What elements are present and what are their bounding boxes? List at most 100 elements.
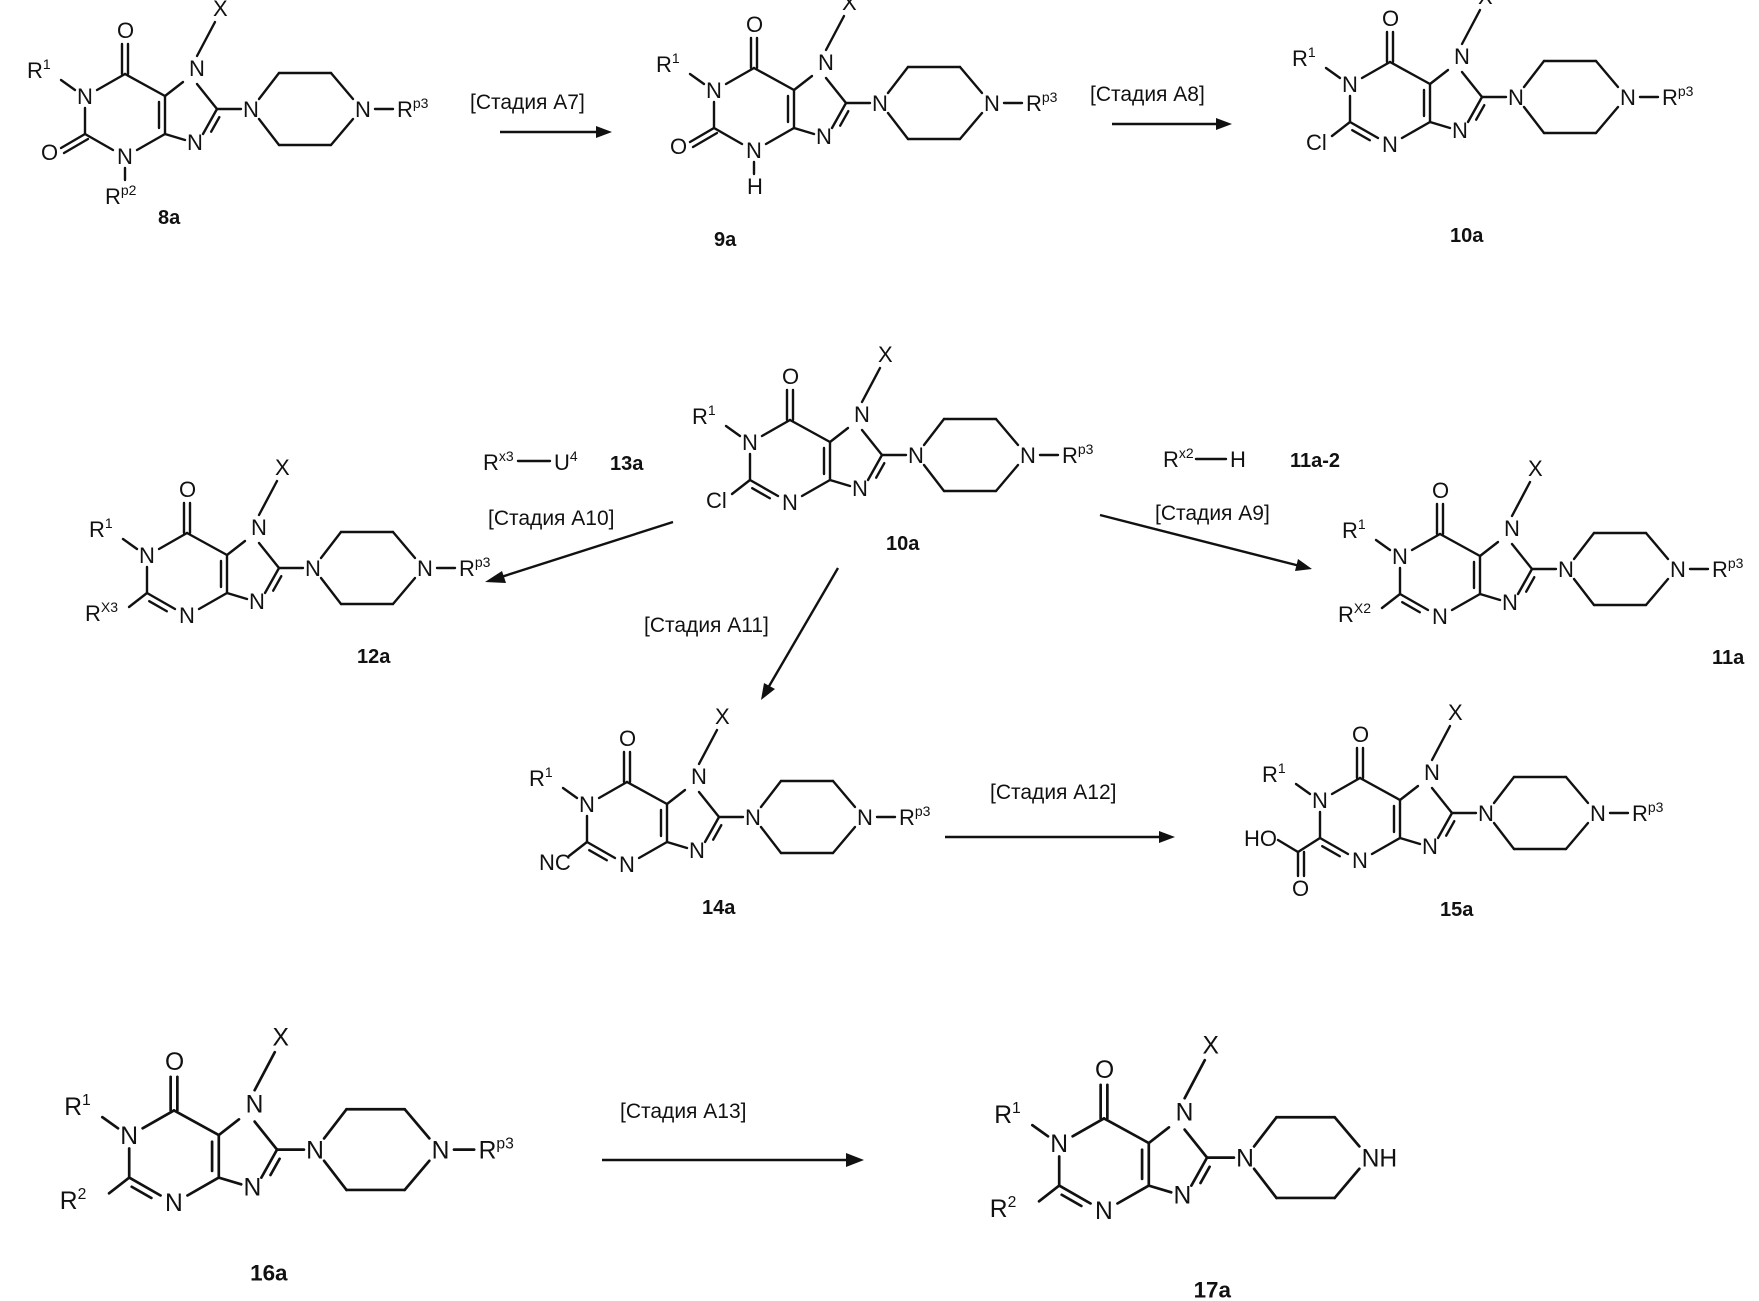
substituent-rp3: Rp3 (1026, 89, 1058, 116)
atom-n3: N (619, 852, 635, 877)
atom-n3: N (179, 603, 195, 628)
atom-n9: N (243, 1175, 261, 1202)
atom-n1: N (579, 792, 595, 817)
atom-nh: NH (1362, 1146, 1398, 1173)
atom-n3: N (746, 138, 762, 163)
compound-16a: ONNNNXR1R2NNRp316a (60, 1024, 514, 1285)
atom-o6: O (1352, 722, 1369, 747)
compound-label: 12a (357, 646, 391, 668)
atom-n1: N (1312, 788, 1328, 813)
substituent-r1: R1 (994, 1100, 1021, 1129)
substituent-x: X (275, 455, 290, 480)
svg-text:11a-2: 11a-2 (1290, 450, 1340, 472)
compound-label: 17a (1194, 1278, 1232, 1301)
atom-o6: O (746, 12, 763, 37)
compound-label: 10a (1450, 225, 1484, 247)
substituent-r-c2: R2 (60, 1186, 87, 1215)
substituent-rp3: Rp3 (899, 803, 931, 830)
atom-n3: N (782, 490, 798, 515)
atom-n3: N (1095, 1198, 1113, 1225)
substituent-r1: R1 (1342, 516, 1366, 543)
atom-n9: N (1173, 1183, 1191, 1210)
substituent-cyano: NC (539, 850, 571, 875)
compound-label: 10a (886, 533, 920, 555)
atom-n9: N (1452, 118, 1468, 143)
reagent-11a-2: Rx2 H 11a-2 (1163, 445, 1340, 472)
arrow-a12 (945, 831, 1175, 843)
compound-11a: ONNNNXR1RX2NNRp311a (1338, 456, 1745, 669)
substituent-rp3: Rp3 (459, 554, 491, 581)
atom-npip4: N (432, 1138, 450, 1165)
atom-n9: N (816, 124, 832, 149)
atom-n7: N (189, 56, 205, 81)
svg-text:13a: 13a (610, 453, 644, 475)
substituent-rp3: Rp3 (479, 1135, 515, 1164)
substituent-x: X (715, 704, 730, 729)
atom-npip1: N (305, 556, 321, 581)
atom-npip4: N (1590, 801, 1606, 826)
atom-n1: N (706, 78, 722, 103)
reagent-13a: Rx3 U4 13a (483, 448, 644, 475)
substituent-rp3: Rp3 (1712, 555, 1744, 582)
substituent-r1: R1 (692, 402, 716, 429)
atom-n3: N (117, 144, 133, 169)
substituent-cl: Cl (706, 488, 727, 513)
atom-npip4: N (1020, 443, 1036, 468)
atom-npip1: N (908, 443, 924, 468)
stage-a9-label: [Стадия A9] (1155, 502, 1270, 525)
atom-n1: N (1392, 544, 1408, 569)
substituent-r1: R1 (64, 1092, 91, 1121)
substituent-x: X (1203, 1032, 1219, 1059)
arrow-a7 (500, 126, 612, 138)
atom-o6: O (165, 1049, 184, 1076)
atom-n9: N (249, 589, 265, 614)
substituent-r1: R1 (656, 50, 680, 77)
atom-n3: N (1382, 132, 1398, 157)
substituent-cl: Cl (1306, 130, 1327, 155)
atom-npip1: N (306, 1138, 324, 1165)
atom-npip1: N (1558, 557, 1574, 582)
svg-text:Rx2: Rx2 (1163, 445, 1194, 472)
substituent-r-c2: R2 (990, 1194, 1017, 1223)
atom-npip1: N (1478, 801, 1494, 826)
substituent-r1: R1 (27, 56, 51, 83)
compound-label: 15a (1440, 899, 1474, 921)
atom-o6: O (619, 726, 636, 751)
compound-10a-center: ONNNNXR1ClNNRp310a (692, 342, 1094, 555)
atom-n7: N (251, 515, 267, 540)
atom-n1: N (1050, 1131, 1068, 1158)
atom-npip4: N (355, 97, 371, 122)
atom-o2: O (41, 140, 58, 165)
compound-17a: ONNNNXR1R2NNH17a (990, 1032, 1397, 1301)
substituent-r1: R1 (89, 515, 113, 542)
stage-a11-label: [Стадия A11] (644, 614, 769, 637)
substituent-rp3: Rp3 (397, 95, 429, 122)
atom-n1: N (1342, 72, 1358, 97)
atom-o6: O (782, 364, 799, 389)
atom-npip4: N (857, 805, 873, 830)
substituent-rp3: Rp3 (1632, 799, 1664, 826)
atom-n7: N (818, 50, 834, 75)
substituent-r-c2: RX3 (85, 599, 118, 626)
compound-label: 16a (250, 1261, 288, 1286)
substituent-carbonyl-o: O (1292, 876, 1309, 901)
svg-text:Rx3: Rx3 (483, 448, 514, 475)
substituent-r1: R1 (529, 764, 553, 791)
atom-n1: N (120, 1123, 138, 1150)
svg-text:H: H (1230, 447, 1246, 472)
atom-n9: N (187, 130, 203, 155)
atom-npip4: N (1670, 557, 1686, 582)
atom-o6: O (1382, 6, 1399, 31)
stage-a8-label: [Стадия A8] (1090, 83, 1205, 106)
atom-n7: N (691, 764, 707, 789)
compound-label: 11a (1712, 647, 1745, 669)
atom-npip4: N (417, 556, 433, 581)
compound-label: 8a (158, 207, 181, 229)
substituent-r1: R1 (1292, 44, 1316, 71)
atom-o6: O (1432, 478, 1449, 503)
svg-text:U4: U4 (554, 448, 578, 475)
substituent-rp3: Rp3 (1662, 83, 1694, 110)
atom-n9: N (1422, 834, 1438, 859)
substituent-x: X (1448, 700, 1463, 725)
atom-n7: N (1504, 516, 1520, 541)
